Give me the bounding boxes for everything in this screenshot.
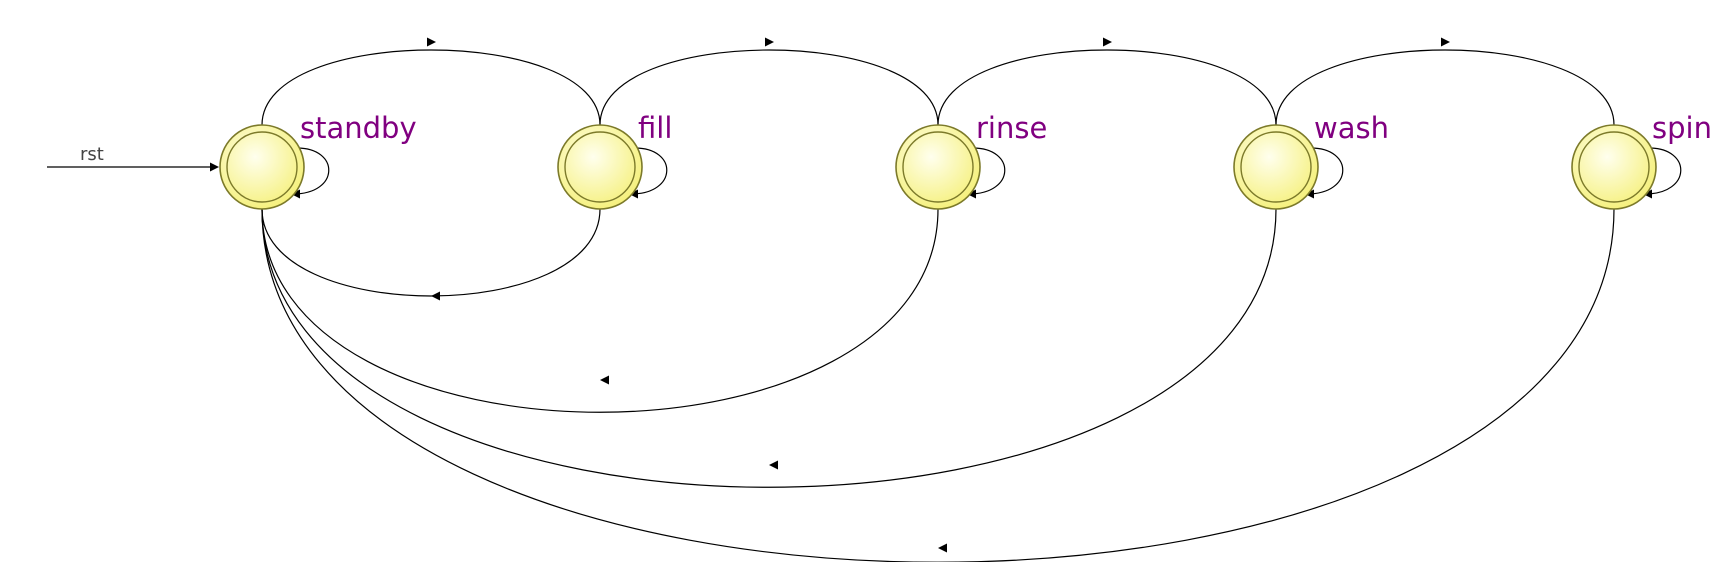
transition-rinse-to-standby bbox=[261, 208, 939, 413]
transition-wash-to-standby bbox=[261, 208, 1277, 488]
state-standby-label: standby bbox=[300, 111, 417, 145]
state-rinse[interactable]: rinse bbox=[895, 111, 1047, 210]
state-wash-outer-circle bbox=[1233, 124, 1319, 210]
state-wash[interactable]: wash bbox=[1233, 111, 1389, 210]
self-loop-fill bbox=[630, 147, 668, 195]
forward-transitions bbox=[261, 37, 1615, 126]
state-spin[interactable]: spin bbox=[1571, 111, 1712, 210]
self-loop-standby bbox=[292, 147, 330, 195]
state-spin-inner-circle bbox=[1578, 131, 1650, 203]
self-loop-arrowhead-wash bbox=[1305, 189, 1314, 199]
state-rinse-label: rinse bbox=[976, 111, 1047, 145]
state-fill-inner-circle bbox=[564, 131, 636, 203]
state-standby-inner-circle bbox=[226, 131, 298, 203]
return-transitions bbox=[261, 208, 1615, 562]
arrowhead-fill-to-standby bbox=[431, 291, 440, 301]
state-wash-label: wash bbox=[1314, 111, 1389, 145]
state-spin-outer-circle bbox=[1571, 124, 1657, 210]
state-rinse-inner-circle bbox=[902, 131, 974, 203]
self-loop-arrowhead-fill bbox=[629, 189, 638, 199]
self-loop-spin bbox=[1644, 147, 1682, 195]
self-loop-arrowhead-spin bbox=[1643, 189, 1652, 199]
state-rinse-outer-circle bbox=[895, 124, 981, 210]
state-fill-outer-circle bbox=[557, 124, 643, 210]
arrowhead-wash-to-standby bbox=[769, 460, 778, 470]
arrowhead-standby-to-fill bbox=[427, 37, 436, 47]
arrowhead-rinse-to-standby bbox=[600, 375, 609, 385]
transition-wash-to-spin bbox=[1275, 49, 1615, 126]
self-loops bbox=[291, 147, 1682, 199]
state-standby[interactable]: standby bbox=[219, 111, 417, 210]
arrowhead-rinse-to-wash bbox=[1103, 37, 1112, 47]
arrowhead-spin-to-standby bbox=[938, 543, 947, 553]
transition-fill-to-rinse bbox=[599, 49, 939, 126]
self-loop-arrowhead-rinse bbox=[967, 189, 976, 199]
state-wash-inner-circle bbox=[1240, 131, 1312, 203]
transition-standby-to-fill bbox=[261, 49, 601, 126]
transition-fill-to-standby bbox=[261, 208, 601, 297]
transition-rinse-to-wash bbox=[937, 49, 1277, 126]
state-standby-outer-circle bbox=[219, 124, 305, 210]
state-fill[interactable]: fill bbox=[557, 111, 672, 210]
state-spin-label: spin bbox=[1652, 111, 1712, 145]
reset-arrowhead bbox=[210, 162, 219, 172]
self-loop-wash bbox=[1306, 147, 1344, 195]
self-loop-arrowhead-standby bbox=[291, 189, 300, 199]
arrowhead-wash-to-spin bbox=[1441, 37, 1450, 47]
reset-transition: rst bbox=[47, 144, 219, 172]
reset-label: rst bbox=[80, 144, 104, 165]
self-loop-rinse bbox=[968, 147, 1006, 195]
arrowhead-fill-to-rinse bbox=[765, 37, 774, 47]
transition-spin-to-standby bbox=[261, 208, 1615, 562]
state-fill-label: fill bbox=[638, 111, 672, 145]
